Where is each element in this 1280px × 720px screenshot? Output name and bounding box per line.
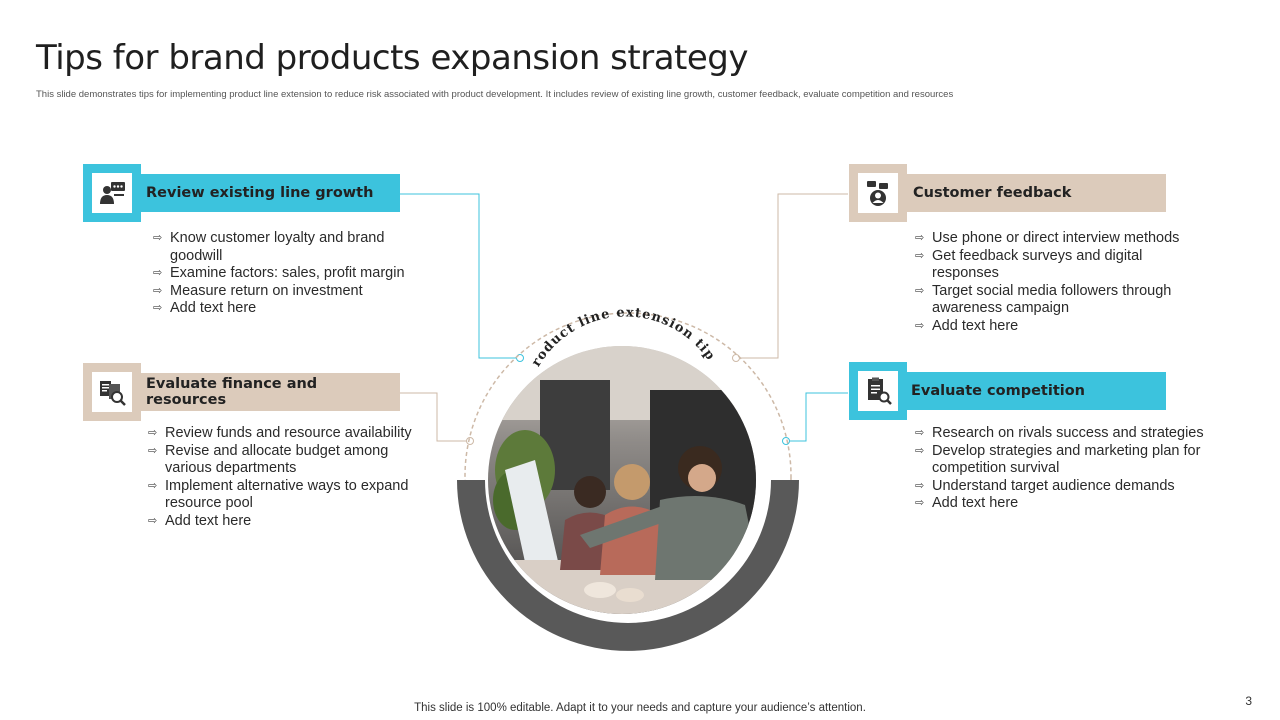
card-competition-icon-box <box>849 362 907 420</box>
footer-note: This slide is 100% editable. Adapt it to… <box>414 702 866 714</box>
card-finance-list: ⇨Review funds and resource availability … <box>148 425 418 531</box>
presentation-icon <box>92 173 132 213</box>
connector-review <box>400 193 520 359</box>
card-review-icon-box <box>83 164 141 222</box>
connector-dot-feedback <box>732 354 740 362</box>
card-competition-header: Evaluate competition <box>898 372 1166 410</box>
card-review-title: Review existing line growth <box>146 185 374 201</box>
card-feedback-list: ⇨Use phone or direct interview methods ⇨… <box>915 230 1185 336</box>
list-item: ⇨Implement alternative ways to expand re… <box>148 477 409 512</box>
slide-subtitle: This slide demonstrates tips for impleme… <box>36 89 954 100</box>
dark-half-ring <box>457 480 799 651</box>
list-item: ⇨Research on rivals success and strategi… <box>915 425 1204 441</box>
connector-feedback <box>736 193 848 359</box>
list-item: ⇨Examine factors: sales, profit margin <box>153 265 405 282</box>
connector-dot-finance <box>466 437 474 445</box>
list-item: ⇨Review funds and resource availability <box>148 425 412 441</box>
card-finance-header: Evaluate finance and resources <box>130 373 400 411</box>
card-competition-title: Evaluate competition <box>911 383 1085 399</box>
card-finance-icon-box <box>83 363 141 421</box>
list-item: ⇨Develop strategies and marketing plan f… <box>915 442 1201 477</box>
card-finance-title: Evaluate finance and resources <box>146 376 318 408</box>
list-item: ⇨Revise and allocate budget among variou… <box>148 442 389 477</box>
connector-dot-competition <box>782 437 790 445</box>
document-search-icon <box>92 372 132 412</box>
user-chat-icon <box>858 173 898 213</box>
list-item: ⇨Get feedback surveys and digital respon… <box>915 247 1143 282</box>
list-item: ⇨Target social media followers through a… <box>915 282 1172 317</box>
card-review-list: ⇨Know customer loyalty and brand goodwil… <box>153 230 415 318</box>
card-competition-list: ⇨Research on rivals success and strategi… <box>915 425 1215 513</box>
card-feedback-title: Customer feedback <box>913 185 1072 201</box>
card-review-header: Review existing line growth <box>130 174 400 212</box>
list-item: ⇨Measure return on investment <box>153 282 363 299</box>
list-item: ⇨Add text here <box>148 512 252 529</box>
list-item: ⇨Add text here <box>915 495 1019 512</box>
list-item: ⇨Know customer loyalty and brand goodwil… <box>153 230 385 264</box>
list-item: ⇨Understand target audience demands <box>915 477 1175 494</box>
list-item: ⇨Use phone or direct interview methods <box>915 230 1180 246</box>
connector-finance <box>400 392 470 442</box>
list-item: ⇨Add text here <box>915 317 1019 334</box>
page-number: 3 <box>1245 694 1252 708</box>
card-feedback-header: Customer feedback <box>898 174 1166 212</box>
connector-competition <box>786 392 848 442</box>
list-item: ⇨Add text here <box>153 300 257 317</box>
slide-title: Tips for brand products expansion strate… <box>36 38 749 78</box>
card-feedback-icon-box <box>849 164 907 222</box>
report-search-icon <box>858 371 898 411</box>
